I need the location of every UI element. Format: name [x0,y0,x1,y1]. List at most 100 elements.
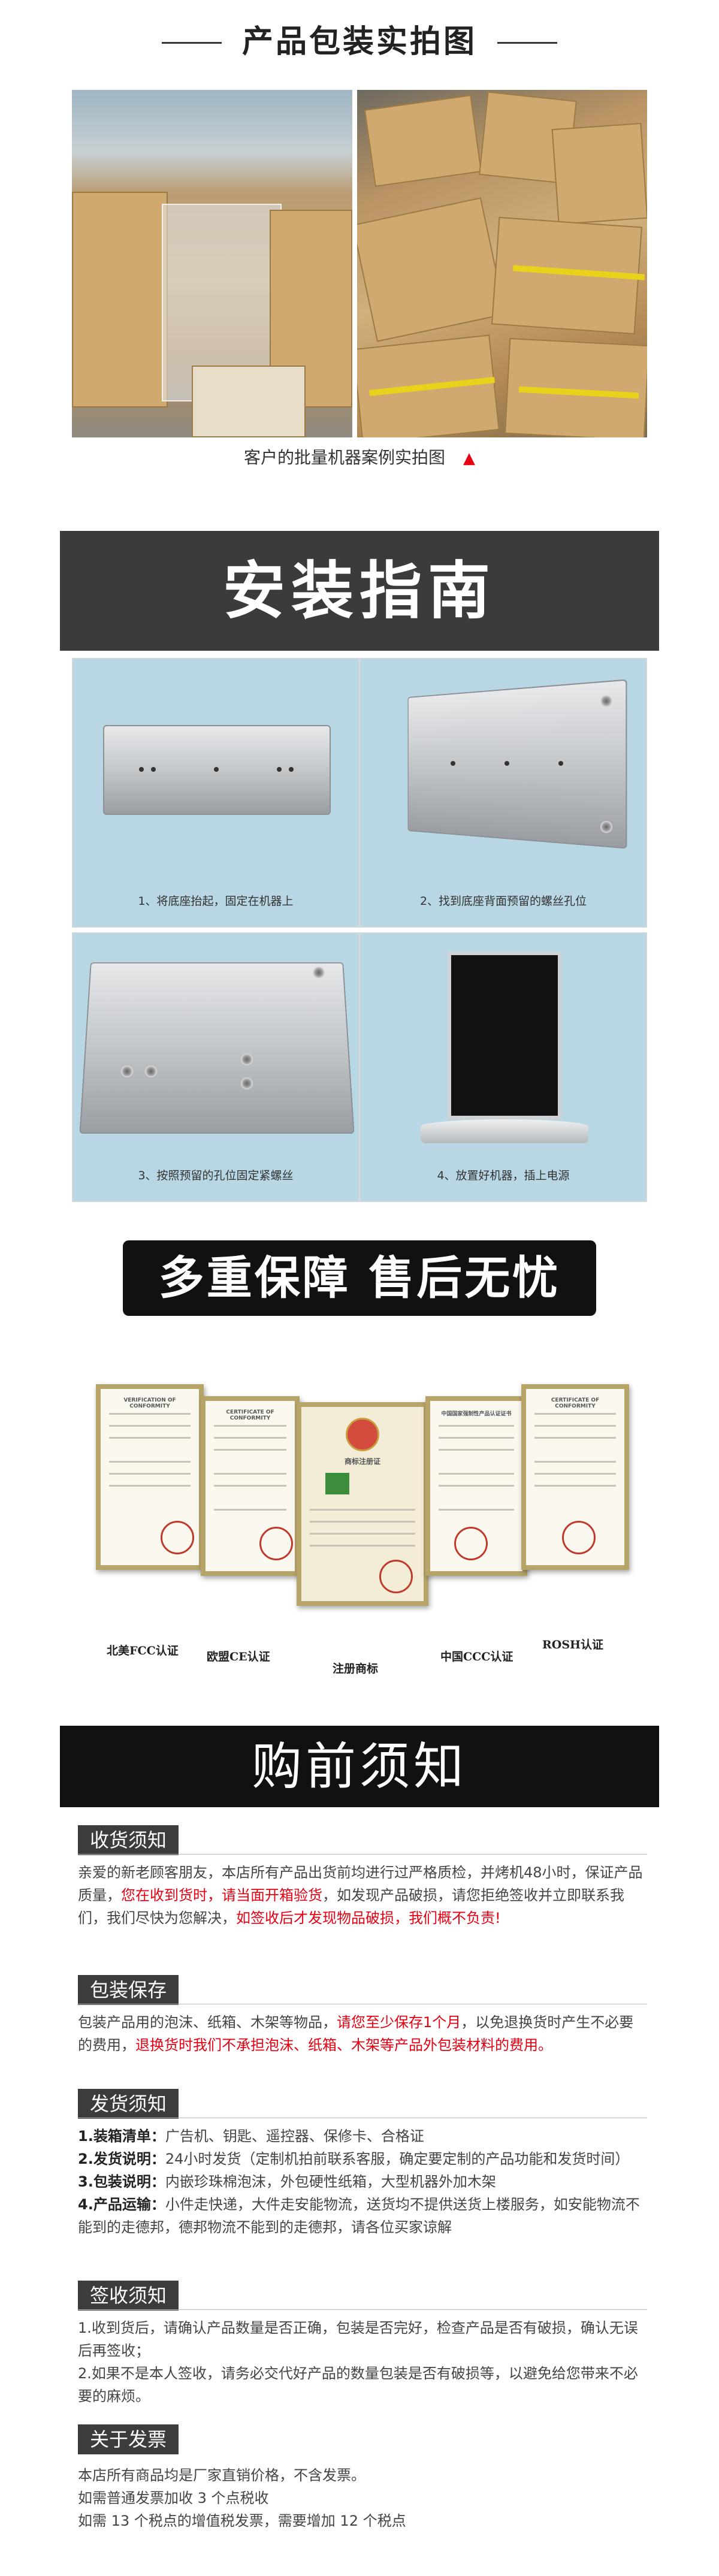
shipping-item-text: 广告机、钥匙、遥控器、保修卡、合格证 [165,2128,424,2145]
red-seal [161,1521,194,1554]
shipping-item-text: 小件走快递，大件走安能物流，送货均不提供送货上楼服务，如安能物流不能到的走德邦，… [78,2196,640,2236]
step-2-caption: 2、找到底座背面预留的螺丝孔位 [419,895,587,908]
signing-section: 签收须知 1.收到货后，请确认产品数量是否正确，包装是否完好，检查产品是否有破损… [78,2281,647,2408]
base-back-plate [407,679,627,849]
shipping-item-3: 3.包装说明：内嵌珍珠棉泡沫，外包硬性纸箱，大型机器外加木架 [78,2170,647,2193]
trademark-certificate: 商标注册证 [297,1402,428,1606]
rohs-certificate: CERTIFICATE OF CONFORMITY [521,1384,629,1570]
receiving-p1: 亲爱的新老顾客朋友，本店所有产品出货前均进行过严格质检，并烤机48小时，保证产品… [78,1864,643,1904]
shipping-list: 1.装箱清单：广告机、钥匙、遥控器、保修卡、合格证 2.发货说明：24小时发货（… [78,2125,647,2239]
step-1-caption: 1、将底座抬起，固定在机器上 [138,895,294,908]
step-1-illustration [91,677,340,872]
cert-label-ce: 欧盟CE认证 [207,1650,270,1663]
receiving-p4: 如签收后才发现物品破损，我们概不负责! [236,1910,501,1926]
section-divider [78,2309,647,2310]
shipping-tag: 发货须知 [78,2089,179,2119]
receiving-section: 收货须知 亲爱的新老顾客朋友，本店所有产品出货前均进行过严格质检，并烤机48小时… [78,1825,647,1929]
ce-certificate: CERTIFICATE OF CONFORMITY [201,1396,300,1576]
carton [551,122,647,225]
ccc-certificate: 中国国家强制性产品认证证书 [425,1396,527,1576]
cert-label-ccc: 中国CCC认证 [440,1650,513,1663]
receiving-text: 亲爱的新老顾客朋友，本店所有产品出货前均进行过严格质检，并烤机48小时，保证产品… [78,1861,647,1929]
fcc-certificate: VERIFICATION OF CONFORMITY [96,1384,204,1570]
national-emblem-icon [346,1418,379,1451]
red-seal [562,1521,596,1554]
screw-hole [139,767,144,772]
cert-label-rosh: ROSH认证 [542,1638,604,1651]
shipping-item-1: 1.装箱清单：广告机、钥匙、遥控器、保修卡、合格证 [78,2125,647,2148]
storage-p2: 请您至少保存1个月 [337,2014,461,2031]
storage-p4: 退换货时我们不承担泡沫、纸箱、木架等产品外包装材料的费用。 [135,2037,552,2053]
cartons-photo [357,90,647,437]
shipping-item-4: 4.产品运输：小件走快递，大件走安能物流，送货均不提供送货上楼服务，如安能物流不… [78,2193,647,2239]
screw-icon [145,1065,157,1077]
warehouse-photo [72,90,352,437]
notice-banner: 购前须知 [60,1726,659,1807]
section-divider [78,1854,647,1855]
cert-label-trademark: 注册商标 [333,1662,379,1675]
packaging-title: 产品包装实拍图 [241,24,477,60]
title-divider-right [497,42,557,44]
invoice-section: 关于发票 本店所有商品均是厂家直销价格，不含发票。 如需普通发票加收 3 个点税… [78,2424,647,2532]
pallet [192,366,306,437]
cert-label-fcc: 北美FCC认证 [107,1644,179,1657]
screw-icon [313,967,325,979]
red-seal [379,1560,413,1593]
guarantee-title: 多重保障 售后无忧 [158,1251,561,1304]
screw-hole [558,761,563,766]
storage-text: 包装产品用的泡沫、纸箱、木架等物品，请您至少保存1个月，以免退换货时产生不必要的… [78,2011,647,2056]
box-stack [72,192,168,407]
title-divider-left [162,42,222,44]
carton [364,95,482,187]
shipping-section: 发货须知 1.装箱清单：广告机、钥匙、遥控器、保修卡、合格证 2.发货说明：24… [78,2089,647,2239]
storage-p1: 包装产品用的泡沫、纸箱、木架等物品， [78,2014,337,2031]
step-4-caption: 4、放置好机器，插上电源 [437,1169,570,1182]
install-step-4: 4、放置好机器，插上电源 [360,932,647,1202]
install-step-3: 3、按照预留的孔位固定紧螺丝 [72,932,360,1202]
invoice-item-2: 如需普通发票加收 3 个点税收 [78,2490,269,2506]
step-2-illustration [379,677,628,872]
step-4-illustration [379,952,628,1147]
screw-icon [121,1065,133,1077]
install-step-2: 2、找到底座背面预留的螺丝孔位 [360,658,647,928]
monitor-display [448,952,561,1119]
signing-item-1: 1.收到货后，请确认产品数量是否正确，包装是否完好，检查产品是否有破损，确认无误… [78,2320,638,2359]
shipping-item-key: 4.产品运输： [78,2196,165,2213]
cert-header: 中国国家强制性产品认证证书 [441,1411,512,1417]
carton [357,197,506,342]
monitor-stand [421,1119,588,1143]
cert-header: VERIFICATION OF CONFORMITY [123,1397,176,1409]
green-logo [325,1473,349,1494]
shipping-item-key: 3.包装说明： [78,2173,165,2190]
screw-icon [600,695,612,707]
screw-hole [451,761,455,766]
signing-tag: 签收须知 [78,2281,179,2311]
screw-hole [504,761,509,766]
cert-header: CERTIFICATE OF CONFORMITY [226,1409,274,1421]
fixed-plate [79,962,355,1134]
screw-hole [214,767,219,772]
shipping-item-key: 1.装箱清单： [78,2128,165,2145]
invoice-tag: 关于发票 [78,2424,179,2454]
screw-hole [151,767,156,772]
screw-icon [241,1077,253,1089]
signing-item-2: 2.如果不是本人签收，请务必交代好产品的数量包装是否有破损等，以避免给您带来不必… [78,2365,638,2405]
install-step-1: 1、将底座抬起，固定在机器上 [72,658,360,928]
packaging-title-bar: 产品包装实拍图 [0,18,719,66]
storage-tag: 包装保存 [78,1975,179,2005]
install-banner: 安装指南 [60,531,659,651]
notice-title: 购前须知 [251,1737,467,1796]
packaging-caption: 客户的批量机器案例实拍图▲ [0,445,719,472]
screw-hole [277,767,282,772]
shipping-item-text: 内嵌珍珠棉泡沫，外包硬性纸箱，大型机器外加木架 [165,2173,496,2190]
invoice-item-3: 如需 13 个税点的增值税发票，需要增加 12 个税点 [78,2512,406,2529]
signing-list: 1.收到货后，请确认产品数量是否正确，包装是否完好，检查产品是否有破损，确认无误… [78,2317,647,2408]
shipping-item-2: 2.发货说明：24小时发货（定制机拍前联系客服，确定要定制的产品功能和发货时间） [78,2148,647,2170]
step-3-illustration [79,952,355,1147]
invoice-item-1: 本店所有商品均是厂家直销价格，不含发票。 [78,2467,365,2484]
cert-header: CERTIFICATE OF CONFORMITY [551,1397,600,1409]
shipping-item-text: 24小时发货（定制机拍前联系客服，确定要定制的产品功能和发货时间） [165,2151,630,2167]
invoice-list: 本店所有商品均是厂家直销价格，不含发票。 如需普通发票加收 3 个点税收 如需 … [78,2464,647,2532]
guarantee-banner: 多重保障 售后无忧 [123,1240,596,1316]
receiving-p3: ，如发现产品破损，请您拒绝签收并立即联系我们，我们尽快为您解决， [78,1887,624,1926]
